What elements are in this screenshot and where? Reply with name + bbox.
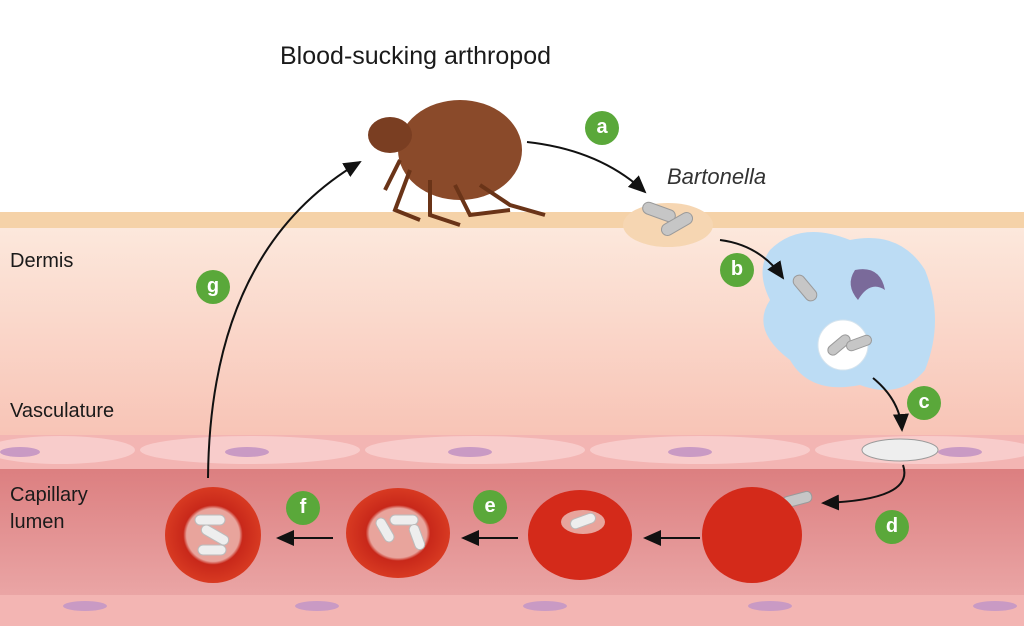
label-vasculature: Vasculature: [10, 400, 115, 422]
step-badge-e: e: [473, 490, 507, 524]
label-capillary-lumen: Capillary lumen: [10, 484, 88, 533]
flea: [368, 100, 546, 227]
capillary-lumen: [0, 469, 1024, 595]
step-badge-a: a: [585, 111, 619, 145]
step-badge-d: d: [875, 510, 909, 544]
step-badge-c: c: [907, 386, 941, 420]
step-badge-g: g: [196, 270, 230, 304]
step-badge-b: b: [720, 253, 754, 287]
arrows: [207, 141, 909, 546]
label-dermis: Dermis: [10, 250, 74, 272]
epidermis: [0, 212, 1024, 228]
endothelium-bottom: [0, 595, 1024, 626]
organism-label: Bartonella: [667, 164, 767, 189]
step-badge-f: f: [286, 491, 320, 525]
page-title: Blood-sucking arthropod: [280, 42, 551, 70]
